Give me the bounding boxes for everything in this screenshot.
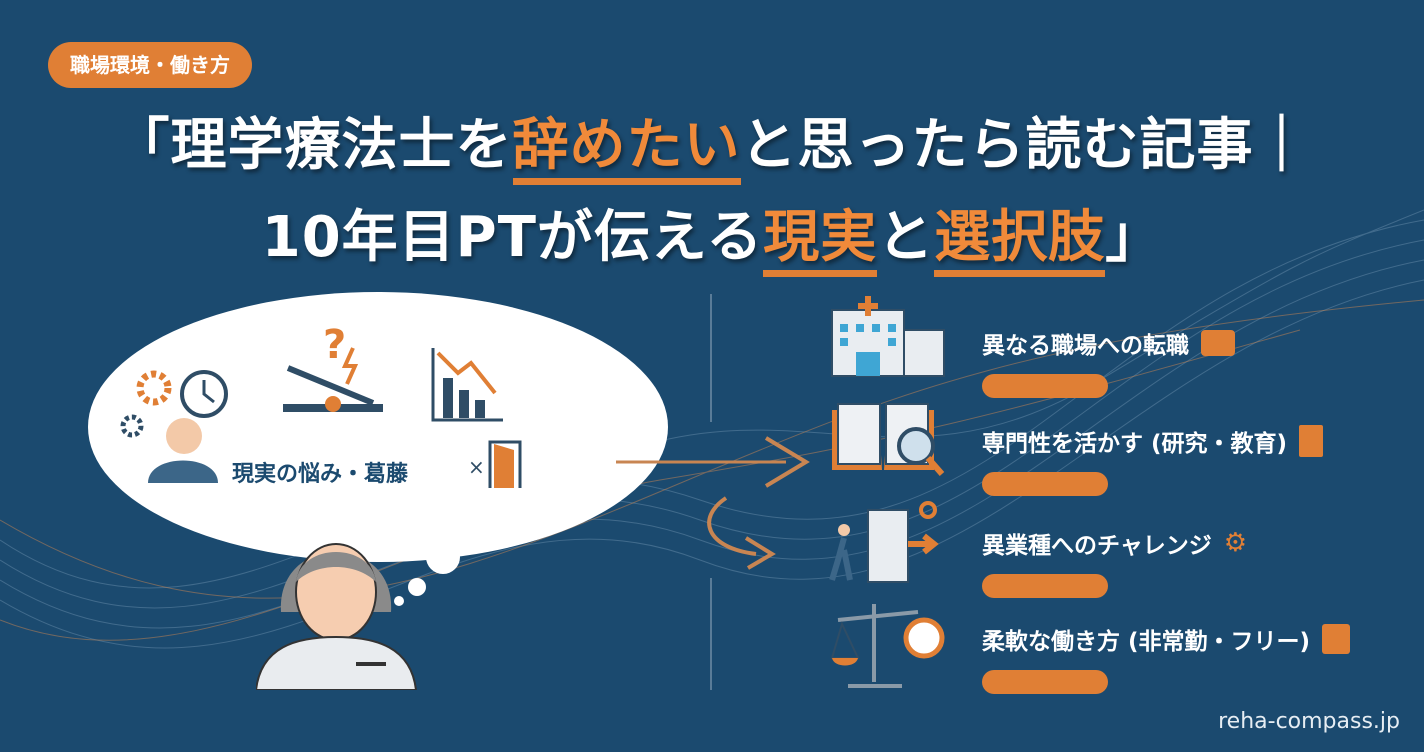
gears-icon: ⚙ <box>1223 528 1248 558</box>
category-badge[interactable]: 職場環境・働き方 <box>48 42 252 88</box>
person-building-icon <box>829 501 939 583</box>
calendar-icon <box>1322 624 1351 654</box>
divider-line <box>710 294 712 422</box>
option-bar <box>982 472 1108 496</box>
gear-clock-stressed-person-icon <box>120 370 228 483</box>
thought-dot <box>426 540 460 574</box>
branching-arrows-icon <box>616 436 810 570</box>
option-specialty[interactable]: 専門性を活かす (研究・教育) <box>982 424 1324 496</box>
hospital-icon <box>831 296 945 377</box>
thought-dot <box>394 596 404 606</box>
worry-icons: ? × <box>120 322 522 488</box>
divider-line <box>710 578 712 690</box>
declining-chart-icon <box>431 348 503 422</box>
option-label: 専門性を活かす (研究・教育) <box>982 431 1288 457</box>
exit-door-icon: × <box>468 440 522 488</box>
book-magnifier-icon <box>832 403 945 476</box>
scale-stopwatch-icon <box>830 604 945 688</box>
bubble-label: 現実の悩み・葛藤 <box>232 462 409 487</box>
option-bar <box>982 374 1108 398</box>
site-url[interactable]: reha-compass.jp <box>1218 709 1400 734</box>
seesaw-question-icon: ? <box>283 322 383 412</box>
option-bar <box>982 670 1108 694</box>
thought-dot <box>408 578 426 596</box>
page-title-line-2: 10年目PTが伝える現実と選択肢」 <box>0 192 1424 277</box>
option-label: 異業種へのチャレンジ <box>982 533 1212 559</box>
option-flexible-work[interactable]: 柔軟な働き方 (非常勤・フリー) <box>982 622 1351 694</box>
option-label: 異なる職場への転職 <box>982 333 1189 359</box>
option-other-industry[interactable]: 異業種へのチャレンジ ⚙ <box>982 526 1247 598</box>
briefcase-icon <box>1201 330 1235 356</box>
svg-text:?: ? <box>323 322 346 368</box>
option-label: 柔軟な働き方 (非常勤・フリー) <box>982 629 1311 655</box>
svg-text:×: × <box>468 455 485 479</box>
certificate-icon <box>1299 425 1324 457</box>
page-title-line-1: 「理学療法士を辞めたいと思ったら読む記事｜ <box>0 100 1424 185</box>
option-job-change[interactable]: 異なる職場への転職 <box>982 326 1235 398</box>
option-bar <box>982 574 1108 598</box>
person-avatar-icon <box>256 543 418 690</box>
